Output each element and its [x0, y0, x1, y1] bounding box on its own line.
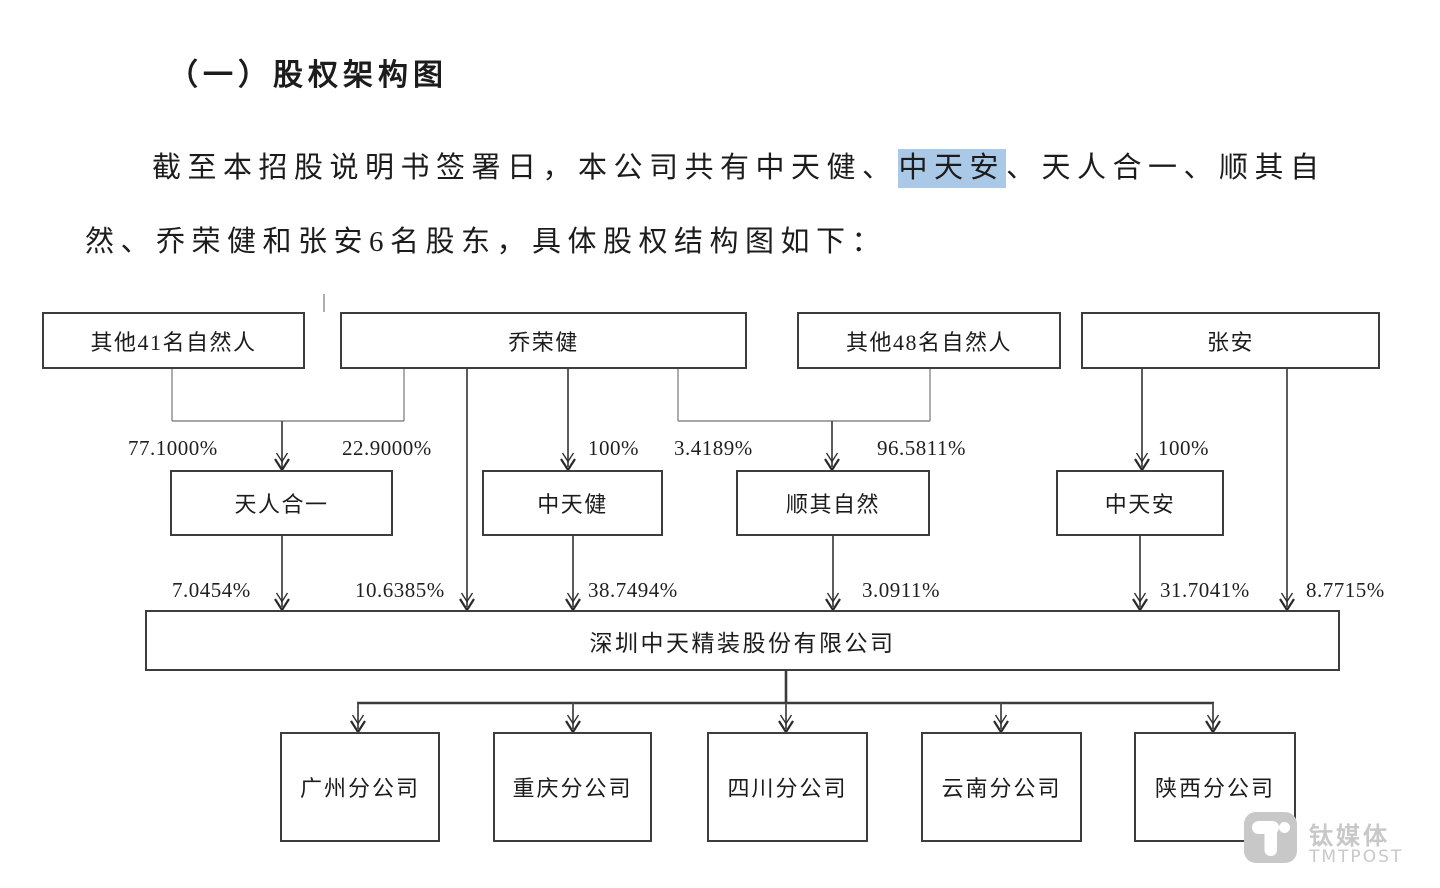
ownership-label: 3.0911%	[862, 578, 940, 602]
ownership-label: 96.5811%	[877, 436, 966, 460]
node-branch-chongqing: 重庆分公司	[493, 732, 652, 842]
watermark-name-cn: 钛媒体	[1309, 822, 1390, 850]
ownership-label: 100%	[1158, 436, 1209, 460]
node-branch-guangzhou: 广州分公司	[280, 732, 440, 842]
node-branch-yunnan: 云南分公司	[921, 732, 1082, 842]
node-branch-sichuan: 四川分公司	[707, 732, 868, 842]
ownership-label: 77.1000%	[128, 436, 218, 460]
tmtpost-logo-icon	[1244, 812, 1297, 863]
ownership-label: 31.7041%	[1160, 578, 1250, 602]
ownership-label: 22.9000%	[342, 436, 432, 460]
node-qiao-rongjian: 乔荣健	[340, 312, 747, 369]
ownership-label: 8.7715%	[1306, 578, 1385, 602]
ownership-label: 10.6385%	[355, 578, 445, 602]
section-heading: （一）股权架构图	[168, 59, 448, 92]
watermark-name-en: TMTPOST	[1309, 847, 1404, 867]
ownership-label: 100%	[588, 436, 639, 460]
node-zhang-an: 张安	[1081, 312, 1380, 369]
ownership-label: 3.4189%	[674, 436, 753, 460]
node-branch-shaanxi: 陕西分公司	[1134, 732, 1296, 842]
node-shunqi-ziran: 顺其自然	[736, 470, 930, 536]
node-zhongtianjian: 中天健	[482, 470, 663, 536]
node-tianren-heyi: 天人合一	[170, 470, 393, 536]
node-other-48-persons: 其他48名自然人	[797, 312, 1061, 369]
ownership-label: 38.7494%	[588, 578, 678, 602]
node-zhongtianan: 中天安	[1056, 470, 1224, 536]
node-main-company: 深圳中天精装股份有限公司	[145, 610, 1340, 671]
paragraph-text: 、天人合一、顺其自	[1006, 152, 1326, 184]
paragraph-text: 截至本招股说明书签署日，本公司共有中天健、	[152, 152, 898, 184]
highlighted-term: 中天安	[897, 149, 1007, 188]
paragraph-line-2: 然、乔荣健和张安6名股东，具体股权结构图如下：	[85, 226, 888, 258]
paragraph-line-1: 截至本招股说明书签署日，本公司共有中天健、中天安、天人合一、顺其自	[152, 144, 1326, 188]
node-other-41-persons: 其他41名自然人	[42, 312, 305, 369]
ownership-label: 7.0454%	[172, 578, 251, 602]
